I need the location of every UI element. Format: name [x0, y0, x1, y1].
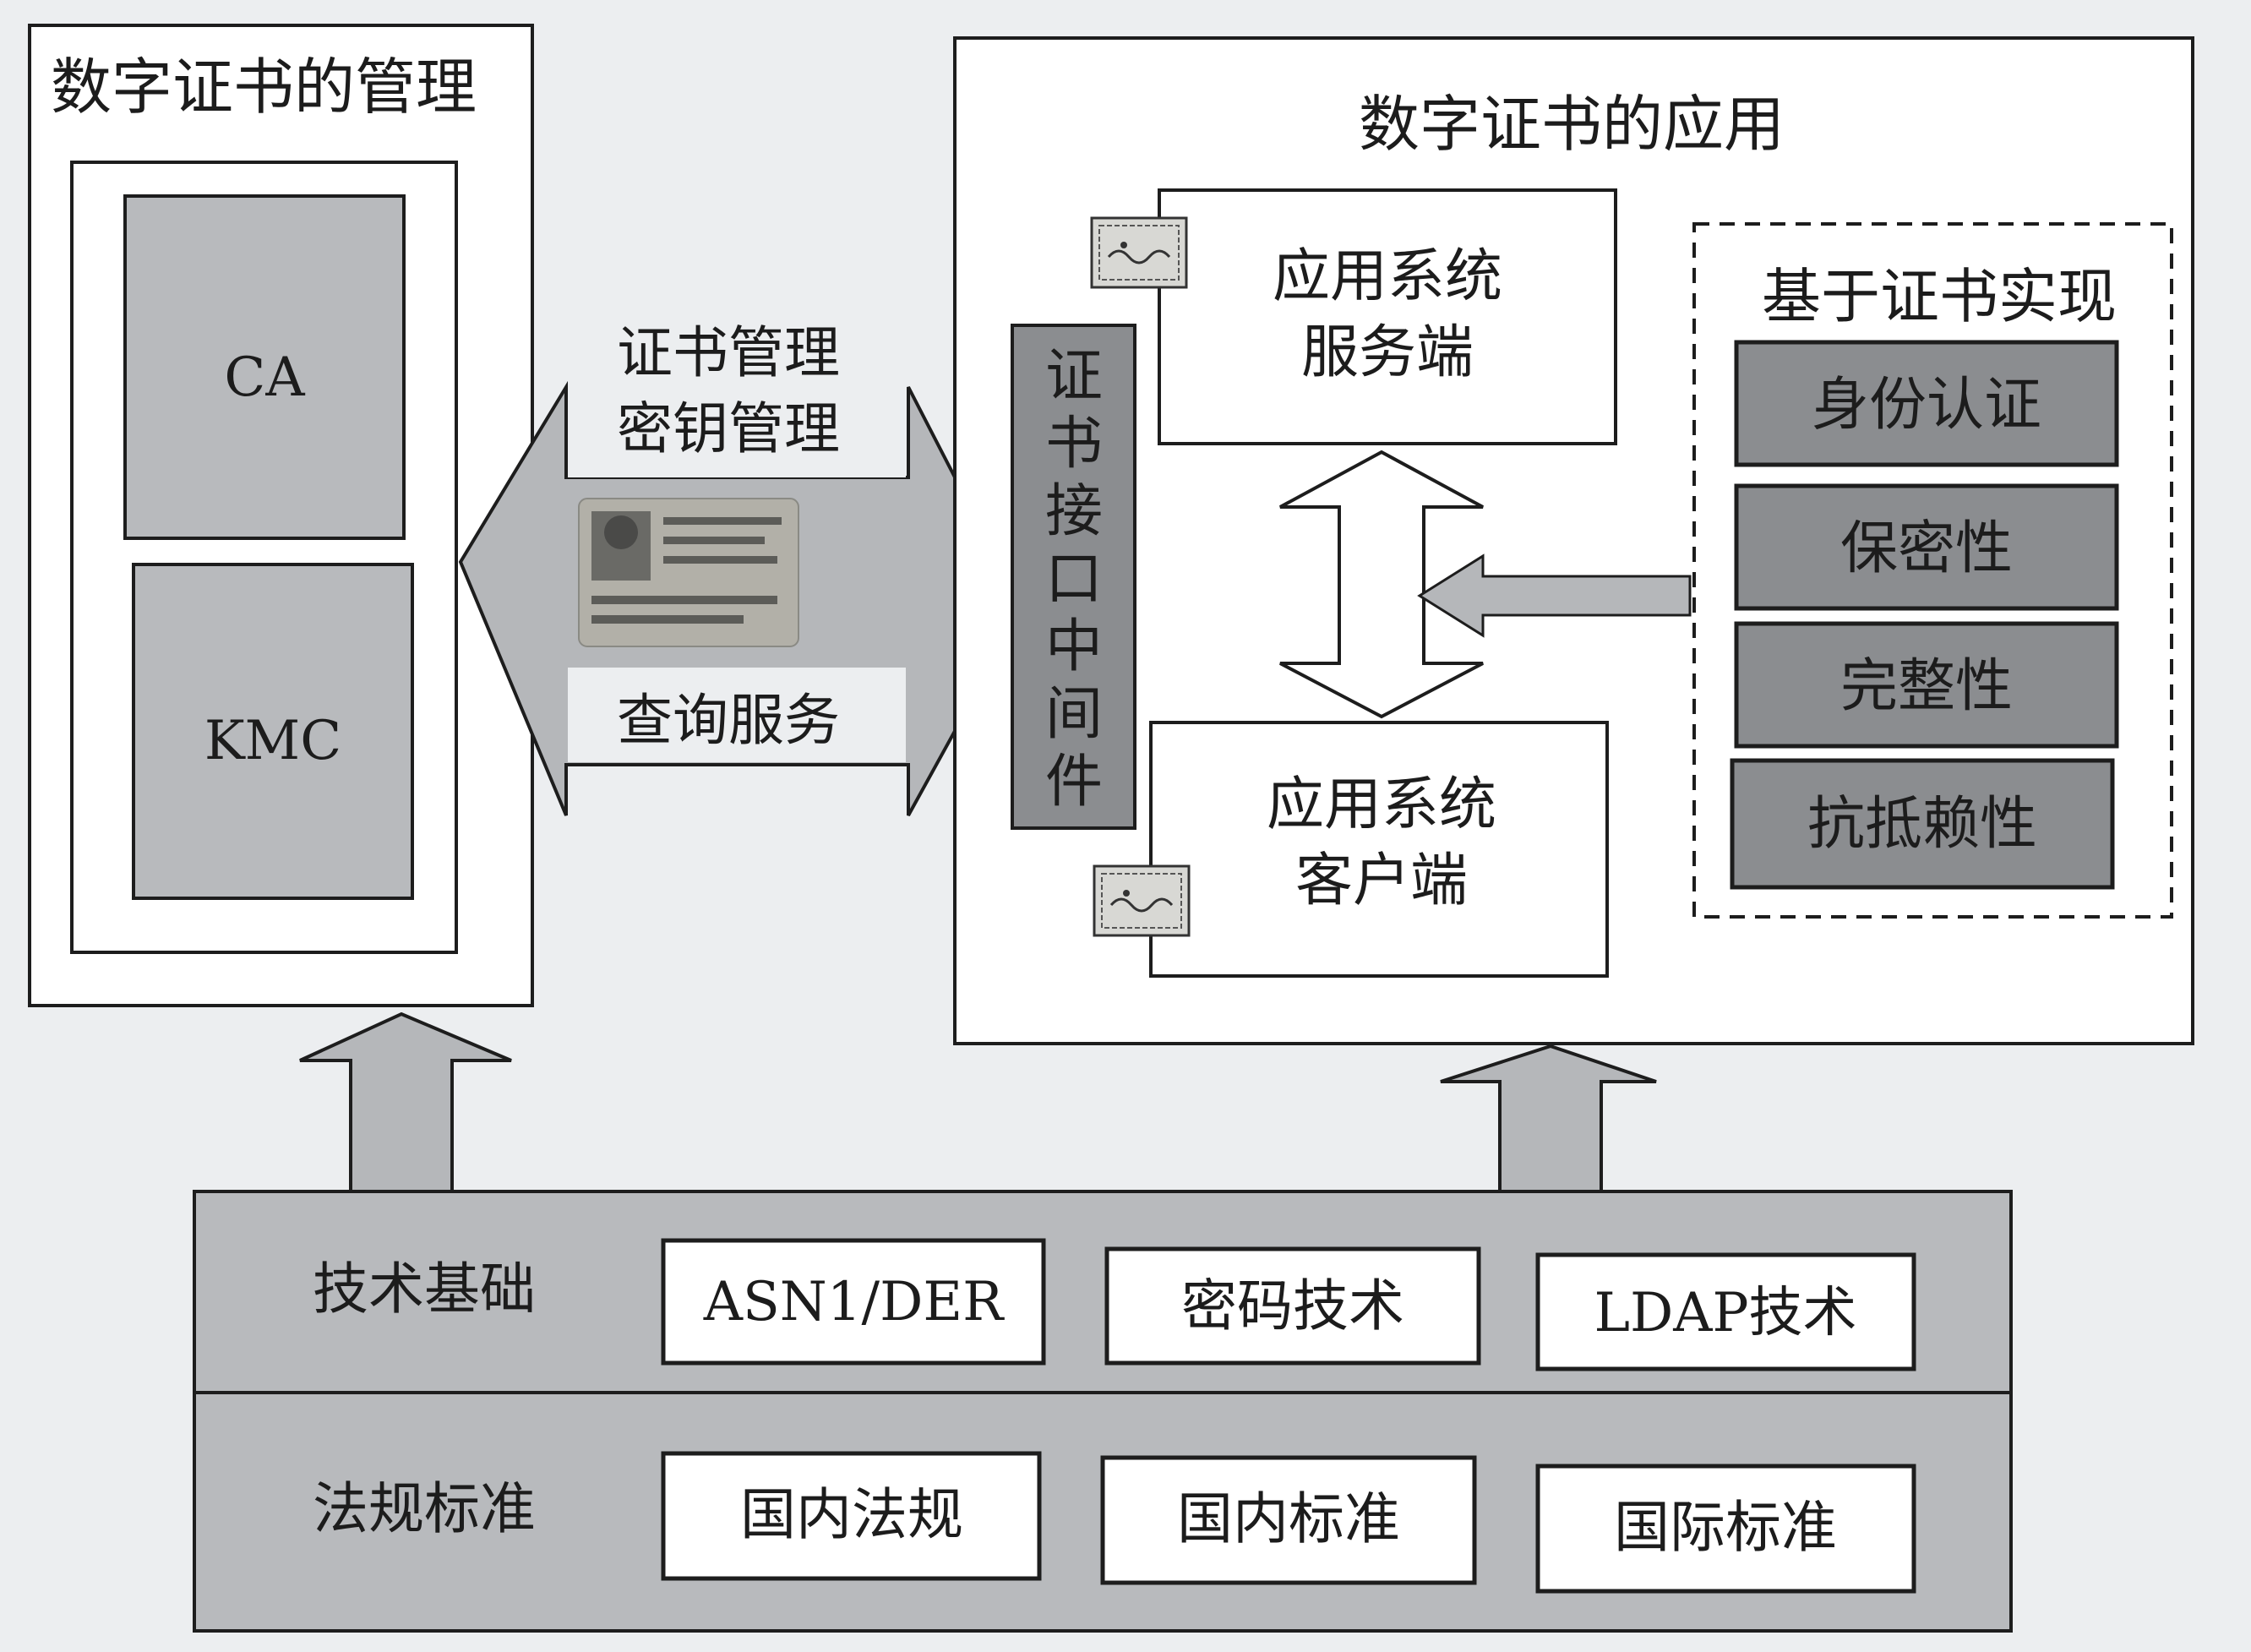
- middleware-char-1: 证: [1045, 343, 1103, 410]
- up-arrow-to-management: [299, 1011, 512, 1193]
- lower-label-band: [568, 668, 906, 762]
- integrity-label: 完整性: [1840, 653, 2013, 720]
- management-title: 数字证书的管理: [51, 52, 477, 123]
- cert-management-label: 证书管理: [617, 320, 840, 385]
- query-service-label: 查询服务: [617, 688, 840, 753]
- law-standard-label: 法规标准: [313, 1476, 536, 1541]
- tech-foundation-label: 技术基础: [313, 1257, 536, 1322]
- domestic-law-box: 国内法规: [661, 1451, 1042, 1581]
- confidentiality-box: 保密性: [1734, 483, 2119, 611]
- non-repudiation-label: 抗抵赖性: [1807, 791, 2037, 858]
- international-standard-box: 国际标准: [1535, 1464, 1916, 1594]
- management-panel: 数字证书的管理 CA KMC: [28, 24, 534, 1007]
- asn1-der-label: ASN1/DER: [703, 1271, 1005, 1333]
- server-label-line1: 应用系统: [1273, 243, 1502, 310]
- asn1-der-box: ASN1/DER: [661, 1238, 1046, 1366]
- non-repudiation-box: 抗抵赖性: [1730, 758, 2115, 890]
- ldap-tech-box: LDAP技术: [1535, 1252, 1916, 1371]
- server-label-line2: 服务端: [1301, 319, 1474, 386]
- identity-auth-label: 身份认证: [1812, 372, 2041, 439]
- client-certificate-icon: [1093, 864, 1191, 937]
- middleware-char-7: 件: [1045, 749, 1103, 815]
- middleware-char-4: 口: [1045, 546, 1103, 613]
- middleware-char-5: 中: [1045, 613, 1103, 680]
- key-management-label: 密钥管理: [617, 396, 840, 461]
- domestic-standard-box: 国内标准: [1100, 1455, 1477, 1585]
- crypto-tech-box: 密码技术: [1104, 1246, 1481, 1366]
- application-title: 数字证书的应用: [1359, 89, 1785, 160]
- confidentiality-label: 保密性: [1840, 515, 2013, 582]
- id-card-image: [578, 498, 799, 647]
- ldap-tech-label: LDAP技术: [1594, 1282, 1856, 1344]
- middleware-char-6: 间: [1045, 681, 1103, 748]
- middleware-char-3: 接: [1045, 478, 1103, 545]
- identity-auth-box: 身份认证: [1734, 340, 2119, 467]
- crypto-tech-label: 密码技术: [1181, 1273, 1404, 1339]
- upper-label-band: [568, 313, 906, 477]
- kmc-label: KMC: [204, 710, 341, 772]
- middleware-char-2: 书: [1045, 411, 1103, 477]
- cert-based-title: 基于证书实现: [1762, 262, 2117, 331]
- app-client-box: 应用系统 客户端: [1149, 721, 1609, 978]
- application-panel: 数字证书的应用 证 书 接 口 中 间 件 应用系统 服务端 应用系统: [953, 36, 2194, 1045]
- client-label-line2: 客户端: [1295, 848, 1468, 914]
- app-server-box: 应用系统 服务端: [1158, 188, 1617, 445]
- cert-interface-middleware: 证 书 接 口 中 间 件: [1011, 324, 1136, 830]
- domestic-law-label: 国内法规: [740, 1482, 963, 1547]
- exchange-arrow: 证书管理 密钥管理 查询服务: [458, 313, 1025, 816]
- cert-based-to-app-arrow: [1417, 553, 1692, 638]
- client-label-line1: 应用系统: [1267, 771, 1496, 838]
- kmc-box: KMC: [132, 563, 414, 900]
- server-certificate-icon: [1090, 216, 1188, 289]
- foundation-panel: 技术基础 ASN1/DER 密码技术 LDAP技术 法规标准 国内法规 国内标准…: [193, 1190, 2013, 1633]
- international-standard-label: 国际标准: [1614, 1495, 1837, 1560]
- cert-based-box: 基于证书实现 身份认证 保密性 完整性 抗抵赖性: [1692, 222, 2173, 919]
- server-client-double-arrow: [1279, 450, 1484, 719]
- domestic-standard-label: 国内标准: [1177, 1486, 1400, 1551]
- up-arrow-to-application: [1440, 1044, 1657, 1210]
- ca-label: CA: [224, 346, 305, 409]
- ca-box: CA: [123, 194, 406, 540]
- integrity-box: 完整性: [1734, 621, 2119, 749]
